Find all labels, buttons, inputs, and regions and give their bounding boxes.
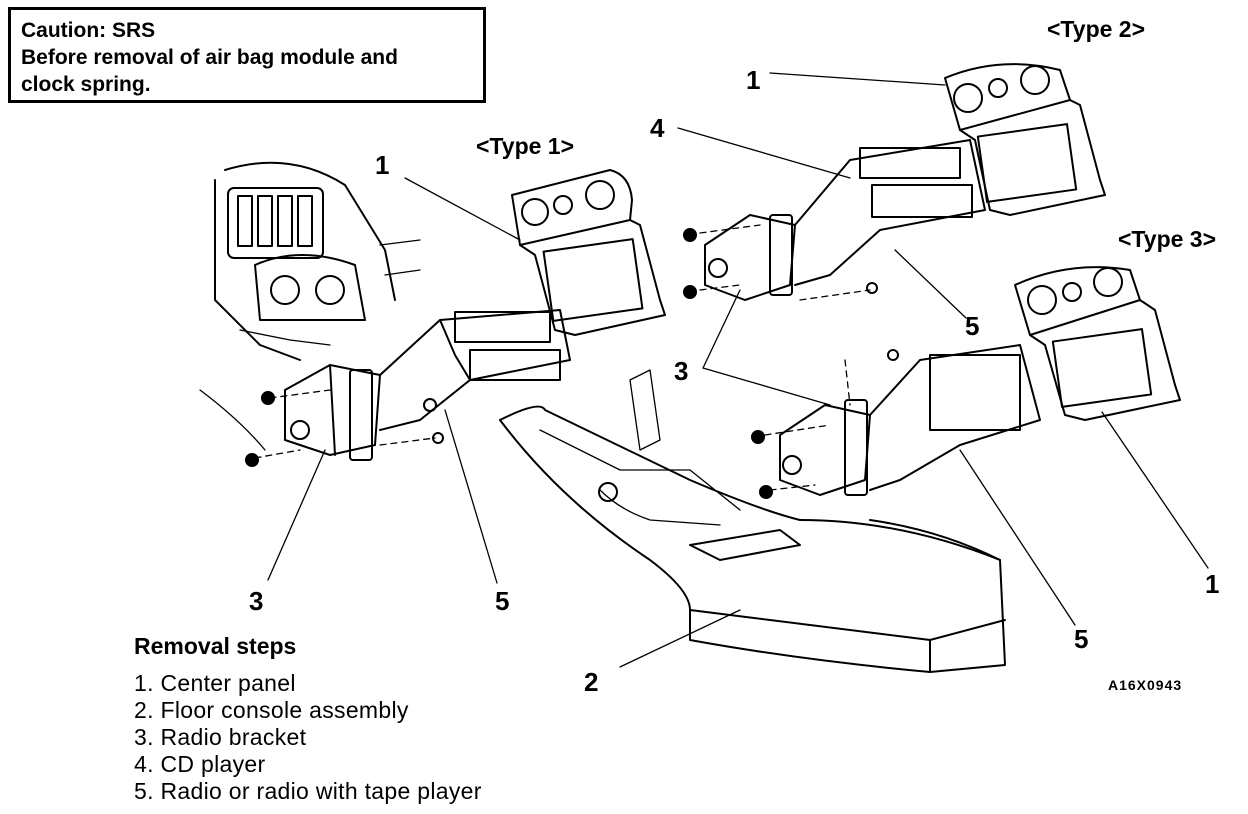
callout-1-type2: 1 — [746, 65, 761, 95]
type2-radio-assembly — [683, 139, 986, 301]
callout-5-right: 5 — [1074, 624, 1089, 654]
type3-radio-assembly — [751, 344, 1041, 499]
callout-3-left: 3 — [249, 586, 264, 616]
callout-1-type3: 1 — [1205, 569, 1220, 599]
step-item: 2. Floor console assembly — [134, 697, 409, 723]
type3-label: <Type 3> — [1118, 226, 1217, 252]
step-item: 1. Center panel — [134, 670, 296, 696]
removal-steps: Removal steps 1. Center panel 2. Floor c… — [134, 633, 482, 805]
step-item: 3. Radio bracket — [134, 724, 307, 750]
caution-line-1: Before removal of air bag module and — [21, 46, 398, 69]
type3-center-panel — [1014, 266, 1181, 421]
type2-center-panel — [944, 63, 1106, 216]
caution-box: Caution: SRS Before removal of air bag m… — [8, 7, 486, 103]
callout-3-center: 3 — [674, 356, 689, 386]
step-item: 4. CD player — [134, 751, 266, 777]
left-radio-assembly — [245, 309, 571, 467]
type2-label: <Type 2> — [1047, 16, 1146, 42]
callout-2: 2 — [584, 667, 599, 697]
removal-steps-title: Removal steps — [134, 633, 297, 659]
callout-5-left: 5 — [495, 586, 510, 616]
type1-center-panel — [511, 169, 666, 336]
leader-lines — [267, 72, 1209, 668]
floor-console-drawing — [499, 369, 1006, 673]
dashboard-drawing — [199, 161, 421, 451]
callout-1-type1: 1 — [375, 150, 390, 180]
figure-code: A16X0943 — [1108, 677, 1183, 693]
callout-5-top: 5 — [965, 311, 980, 341]
caution-line-2: clock spring. — [21, 73, 151, 96]
caution-title: Caution: SRS — [21, 19, 156, 42]
callout-4: 4 — [650, 113, 665, 143]
type1-label: <Type 1> — [476, 133, 575, 159]
step-item: 5. Radio or radio with tape player — [134, 778, 482, 804]
